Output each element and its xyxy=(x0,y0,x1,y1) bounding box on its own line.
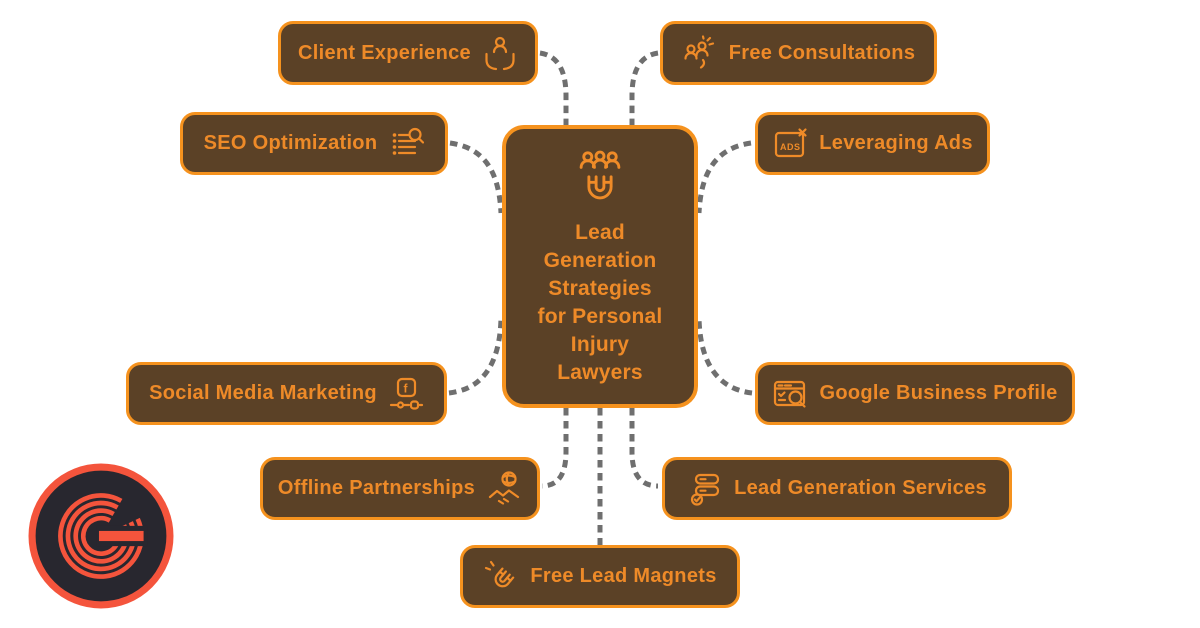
connector-social-media-marketing xyxy=(448,317,504,396)
node-lead-generation-services: Lead Generation Services xyxy=(662,457,1012,520)
connector-lead-generation-services xyxy=(629,408,659,489)
node-label: SEO Optimization xyxy=(203,132,378,154)
logo-g-bar xyxy=(98,530,144,542)
node-offline-partnerships: Offline Partnerships xyxy=(260,457,540,520)
magnet-icon xyxy=(483,559,519,595)
node-label: Google Business Profile xyxy=(819,382,1058,404)
server-check-icon xyxy=(687,471,723,507)
center-node: Lead Generation Strategies for Personal … xyxy=(502,125,698,408)
center-title-line: for Personal xyxy=(537,305,663,328)
center-title-line: Generation xyxy=(543,249,657,272)
connector-leveraging-ads xyxy=(696,140,752,214)
connector-client-experience xyxy=(539,50,569,125)
node-label: Free Consultations xyxy=(728,41,916,64)
node-label: Offline Partnerships xyxy=(277,477,476,499)
connector-google-business-profile xyxy=(696,317,753,396)
handshake-globe-icon xyxy=(486,470,522,507)
node-seo-optimization: SEO Optimization xyxy=(180,112,448,175)
lead-magnet-people-icon xyxy=(572,149,628,209)
center-title-line: Strategies xyxy=(548,277,652,300)
node-label: Lead Generation Services xyxy=(734,477,987,499)
ads-window-icon: ADS xyxy=(772,126,808,162)
node-label: Client Experience xyxy=(298,41,471,64)
connector-free-consultations xyxy=(629,50,659,125)
node-free-lead-magnets: Free Lead Magnets xyxy=(460,545,740,608)
ads-icon-text: ADS xyxy=(780,142,801,152)
caring-hands-icon xyxy=(482,35,518,71)
center-title: Lead Generation Strategies for Personal … xyxy=(538,219,663,387)
browser-search-icon xyxy=(772,376,808,412)
consultation-people-icon xyxy=(682,35,718,71)
node-client-experience: Client Experience xyxy=(278,21,538,85)
node-label: Free Lead Magnets xyxy=(530,565,717,587)
node-social-media-marketing: Social Media Marketing f xyxy=(126,362,447,425)
facebook-share-icon: f xyxy=(388,376,424,412)
node-google-business-profile: Google Business Profile xyxy=(755,362,1075,425)
connector-seo-optimization xyxy=(449,140,504,214)
brand-logo xyxy=(28,463,174,614)
node-label: Leveraging Ads xyxy=(819,132,973,154)
node-free-consultations: Free Consultations xyxy=(660,21,937,85)
facebook-icon-text: f xyxy=(403,381,408,395)
center-title-line: Lawyers xyxy=(557,361,643,384)
connector-offline-partnerships xyxy=(541,408,569,489)
node-leveraging-ads: ADS Leveraging Ads xyxy=(755,112,990,175)
center-title-line: Injury xyxy=(570,333,630,356)
node-label: Social Media Marketing xyxy=(149,382,377,404)
seo-list-search-icon xyxy=(388,126,425,162)
center-title-line: Lead xyxy=(575,221,625,244)
